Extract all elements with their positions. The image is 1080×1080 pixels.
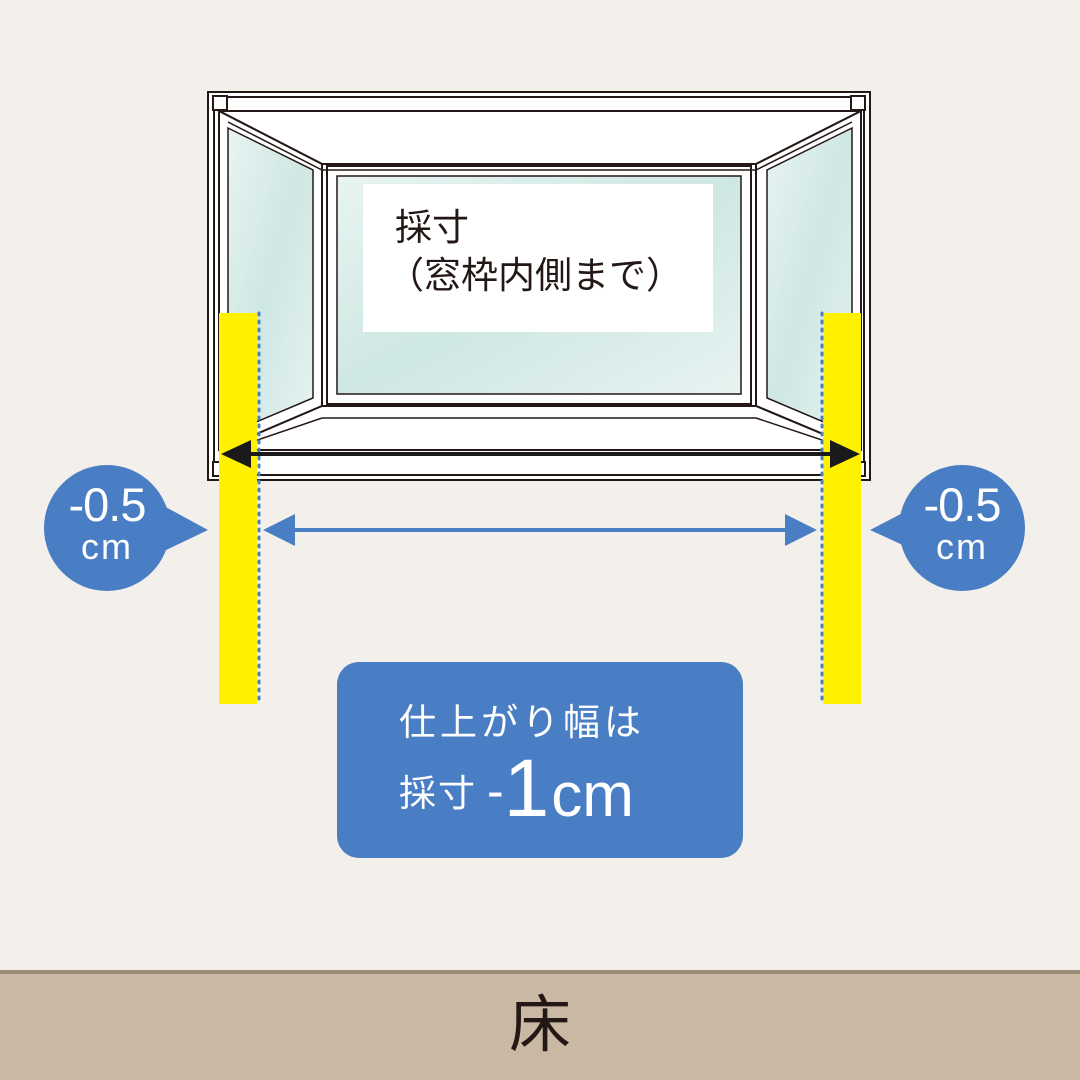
finished-width-box: 仕上がり幅は 採寸-1cm	[337, 662, 743, 858]
left-badge-unit: cm	[81, 526, 133, 567]
left-deduction-band	[219, 313, 257, 704]
finished-width-caption: 仕上がり幅は	[399, 701, 645, 744]
right-badge-unit: cm	[936, 526, 988, 567]
formula-unit: cm	[551, 761, 634, 830]
right-deduction-badge: -0.5 cm	[899, 465, 1025, 591]
left-badge-shape	[44, 465, 208, 591]
right-badge-shape	[870, 465, 1025, 591]
measure-label-title: 採寸	[395, 206, 469, 249]
left-deduction-badge: -0.5 cm	[44, 465, 170, 591]
floor-label: 床	[508, 988, 571, 1061]
left-badge-value: -0.5	[68, 478, 147, 531]
formula-minus: -	[487, 763, 504, 819]
measure-label: 採寸 （窓枠内側まで）	[363, 184, 713, 332]
right-deduction-band	[823, 313, 861, 704]
floor	[0, 970, 1080, 1080]
finished-width-arrow	[263, 514, 817, 546]
formula-value: 1	[503, 743, 550, 834]
measurement-arrow	[221, 440, 860, 468]
right-badge-value: -0.5	[923, 478, 1002, 531]
formula-prefix: 採寸	[399, 772, 477, 815]
measure-label-subtitle: （窓枠内側まで）	[387, 254, 683, 297]
finished-width-formula: 採寸-1cm	[399, 748, 634, 831]
